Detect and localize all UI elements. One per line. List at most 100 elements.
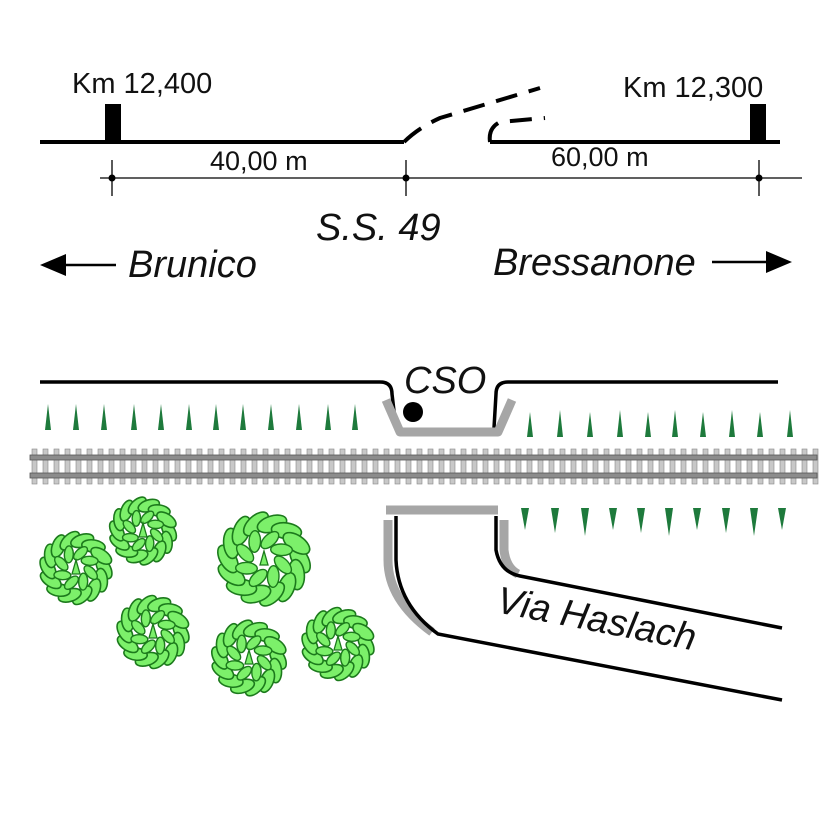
crossing-signal-icon (403, 402, 423, 422)
track-sleeper (185, 448, 192, 485)
grass-tuft (729, 410, 735, 437)
track-sleeper (42, 448, 49, 485)
track-sleeper (449, 448, 456, 485)
track-sleeper (306, 448, 313, 485)
track-sleeper (658, 448, 665, 485)
track-sleeper (636, 448, 643, 485)
track-sleeper (757, 448, 764, 485)
grass-tuft (617, 410, 623, 437)
grass-north (45, 404, 793, 437)
track-sleeper (471, 448, 478, 485)
track-sleeper (317, 448, 324, 485)
grass-tuft (131, 404, 137, 430)
dimension-dot-3 (755, 174, 763, 182)
track-sleeper (405, 448, 412, 485)
track-sleeper (515, 448, 522, 485)
bush-icon (216, 511, 312, 607)
grass-tuft (757, 412, 763, 437)
direction-label-right: Bressanone (493, 242, 696, 284)
track-sleeper (669, 448, 676, 485)
track-sleeper (383, 448, 390, 485)
arrow-right-icon (712, 251, 792, 273)
road-dashed-lower (487, 116, 546, 143)
track-sleeper (548, 448, 555, 485)
km-post-right (750, 104, 766, 142)
crossing-label: CSO (404, 360, 486, 402)
track-sleeper (207, 448, 214, 485)
road-shoulder-south-left (383, 520, 435, 636)
grass-tuft (693, 508, 701, 530)
track-sleeper (680, 448, 687, 485)
track-sleeper (174, 448, 181, 485)
track-sleeper (97, 448, 104, 485)
road-edge-north-right (492, 380, 778, 429)
track-sleeper (119, 448, 126, 485)
schematic: Km 12,400 Km 12,300 40,00 m 60,00 m S.S.… (40, 68, 802, 286)
road-edge-south-left (394, 516, 783, 702)
track-sleeper (801, 448, 808, 485)
bush-icon (39, 530, 113, 606)
track-sleeper (570, 448, 577, 485)
grass-tuft (787, 410, 793, 437)
track-sleeper (537, 448, 544, 485)
road-dashed-upper (402, 86, 541, 144)
track-sleeper (713, 448, 720, 485)
track-sleeper (394, 448, 401, 485)
grass-tuft (557, 410, 563, 437)
track-sleeper (130, 448, 137, 485)
grass-tuft (325, 404, 331, 430)
track-sleeper (31, 448, 38, 485)
dimension-dot-2 (402, 174, 410, 182)
grass-tuft (750, 508, 758, 536)
grass-tuft (609, 508, 617, 530)
railway-track (29, 448, 819, 485)
direction-label-left: Brunico (128, 244, 257, 286)
track-sleeper (559, 448, 566, 485)
km-post-left (105, 104, 121, 142)
track-sleeper (504, 448, 511, 485)
grass-tuft (672, 410, 678, 437)
track-sleeper (592, 448, 599, 485)
track-sleeper (746, 448, 753, 485)
grass-tuft (527, 412, 533, 437)
grass-tuft (45, 404, 51, 430)
distance-label-left: 40,00 m (210, 146, 308, 176)
track-sleeper (735, 448, 742, 485)
track-sleeper (581, 448, 588, 485)
track-sleeper (251, 448, 258, 485)
track-sleeper (218, 448, 225, 485)
track-sleeper (427, 448, 434, 485)
track-sleeper (625, 448, 632, 485)
track-sleeper (691, 448, 698, 485)
track-sleeper (75, 448, 82, 485)
track-sleeper (163, 448, 170, 485)
grass-tuft (101, 404, 107, 430)
track-sleeper (350, 448, 357, 485)
grass-tuft (722, 508, 730, 533)
track-sleeper (460, 448, 467, 485)
track-sleeper (284, 448, 291, 485)
track-sleeper (614, 448, 621, 485)
track-sleeper (328, 448, 335, 485)
track-sleeper (779, 448, 786, 485)
track-sleeper (702, 448, 709, 485)
grass-tuft (778, 508, 786, 530)
track-sleeper (229, 448, 236, 485)
km-label-right: Km 12,300 (623, 72, 763, 104)
track-sleeper (53, 448, 60, 485)
track-sleeper (768, 448, 775, 485)
arrow-left-icon (40, 254, 116, 276)
road-shoulder-north (381, 398, 517, 437)
track-sleeper (339, 448, 346, 485)
track-sleeper (196, 448, 203, 485)
dimension-dot-1 (108, 174, 116, 182)
track-sleeper (526, 448, 533, 485)
plan-view: CSO Via Haslach (29, 360, 819, 702)
grass-tuft (587, 412, 593, 437)
track-sleeper (152, 448, 159, 485)
bush-icon (210, 619, 288, 697)
track-sleeper (262, 448, 269, 485)
grass-south (521, 508, 786, 536)
grass-tuft (645, 412, 651, 437)
